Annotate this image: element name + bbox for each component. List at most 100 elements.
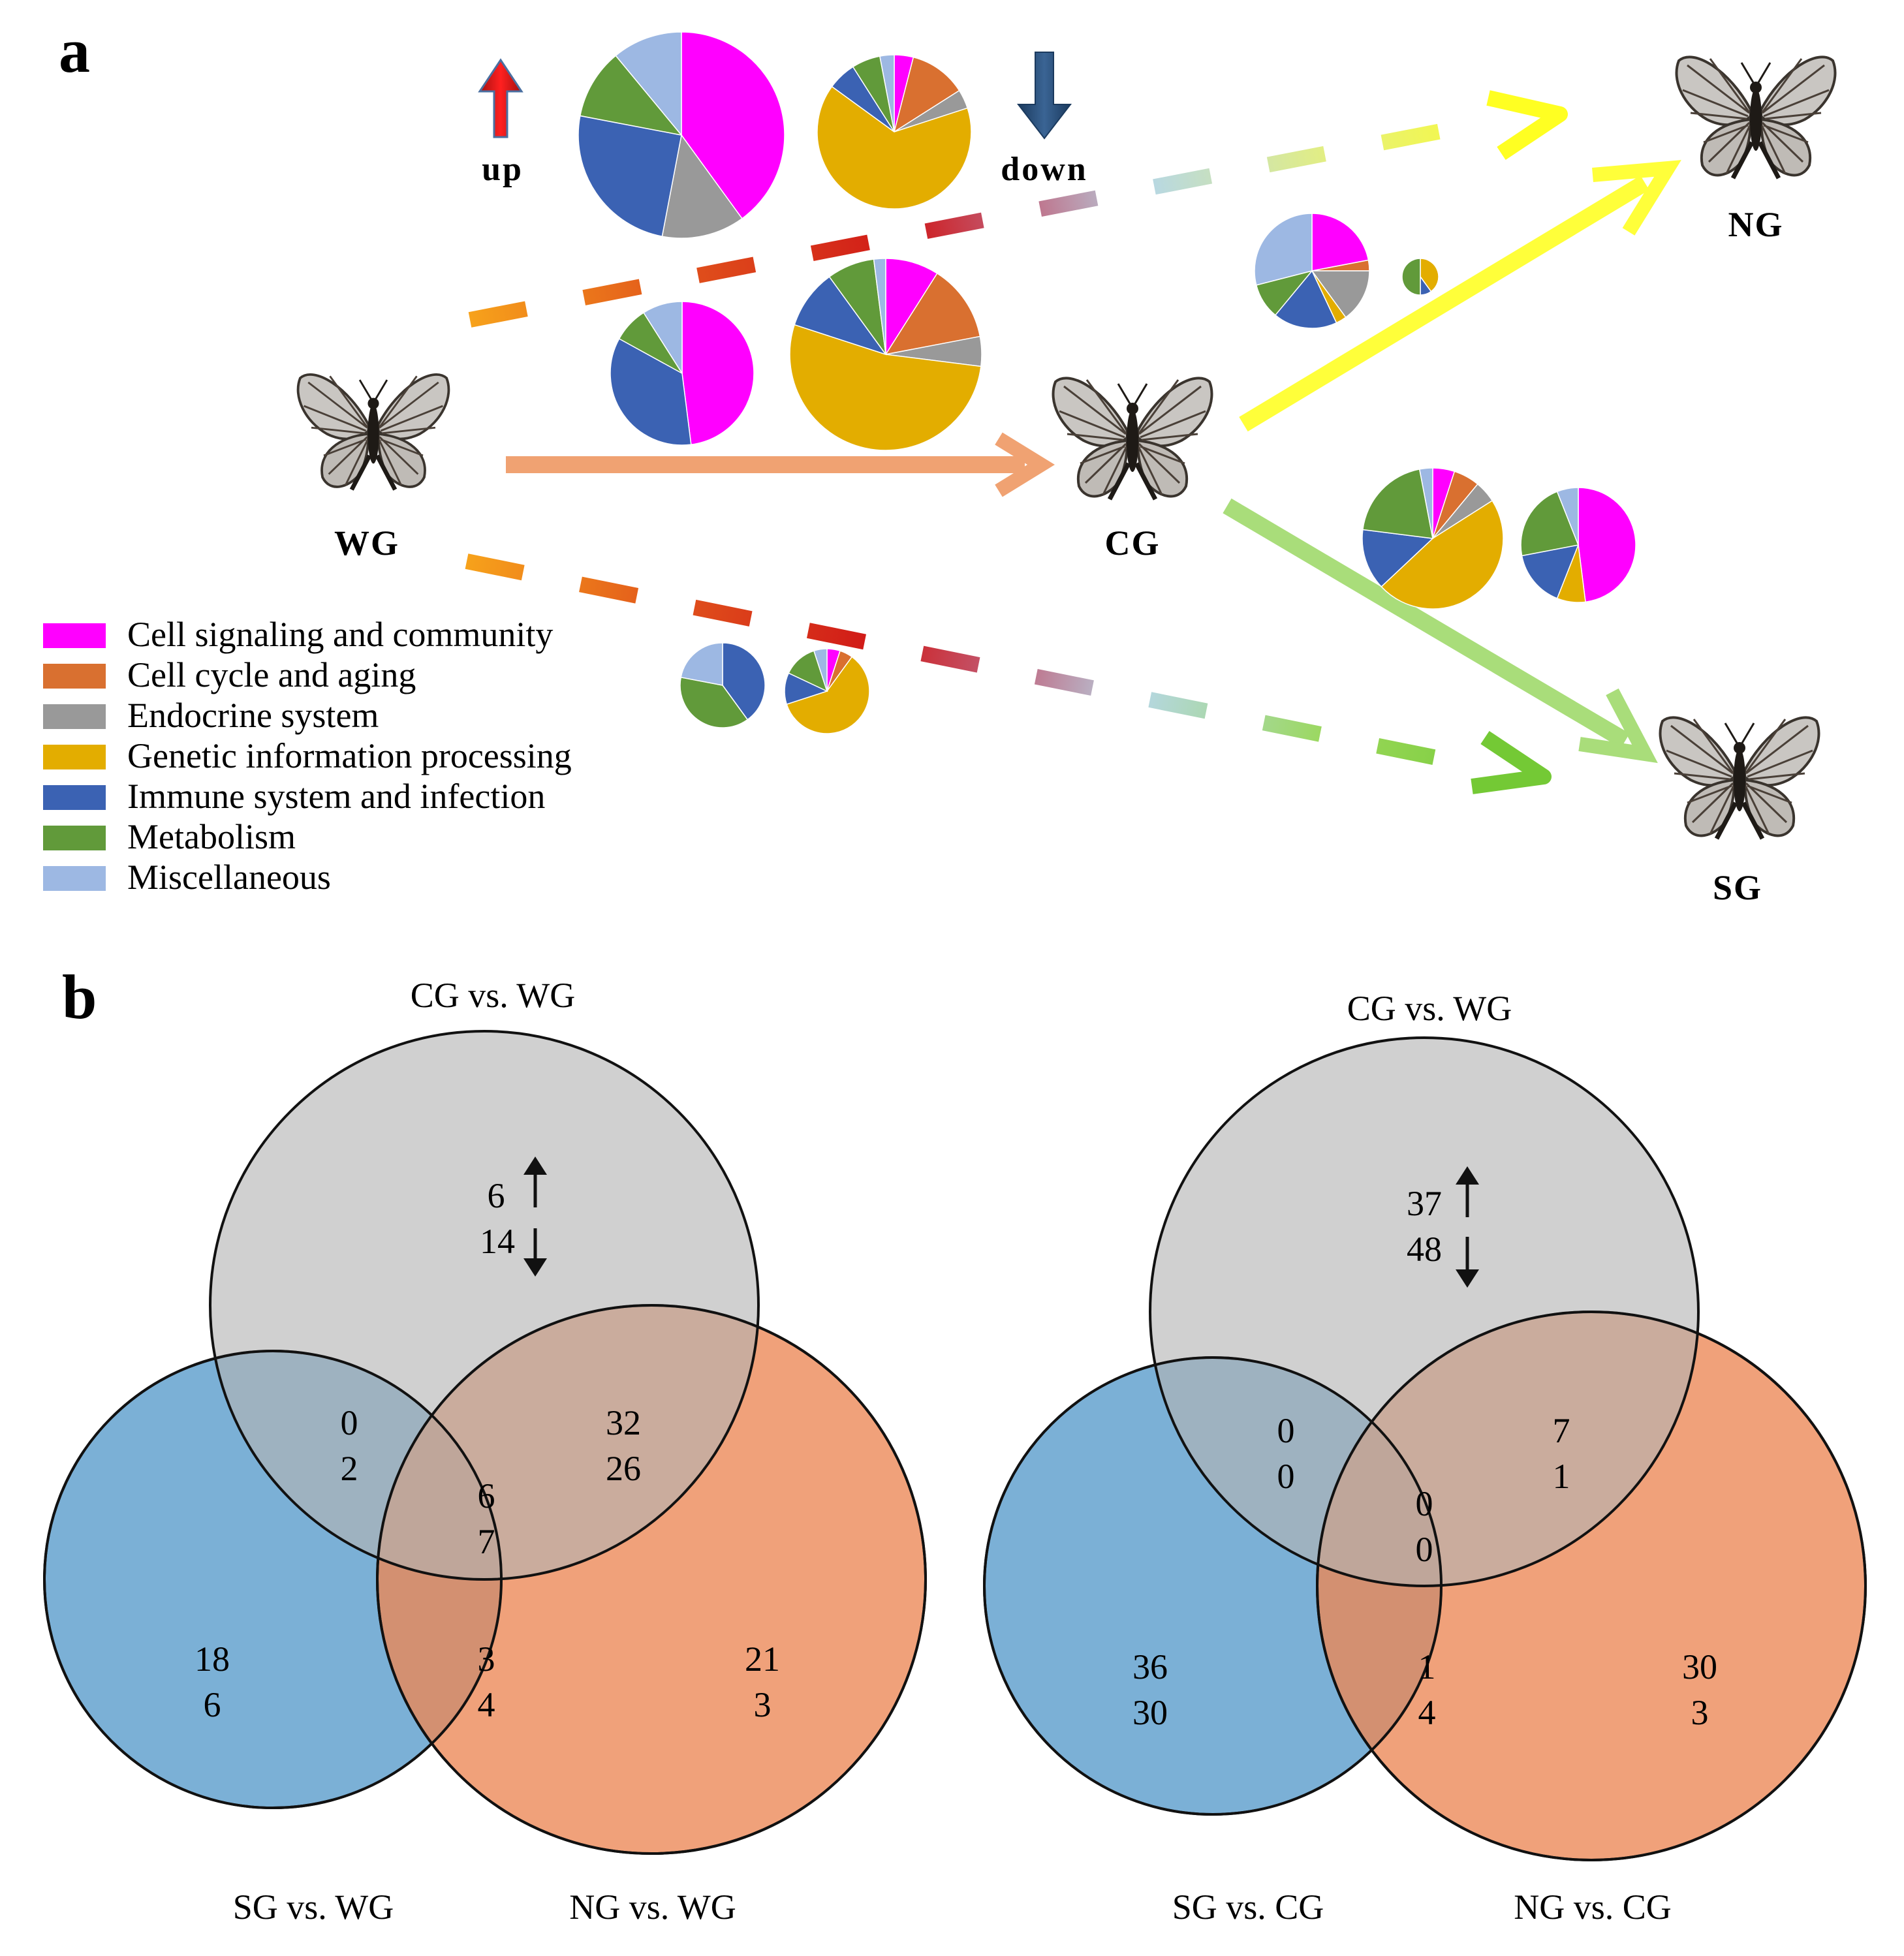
venn-left-top-left-up: 0 bbox=[341, 1403, 358, 1442]
legend-swatch-genetic-info bbox=[43, 745, 106, 769]
pie-cg-sg-down-slice-immune bbox=[1521, 544, 1580, 599]
pie-wg-ng-down-slice-misc bbox=[879, 54, 895, 132]
arrow-cg-sg bbox=[1223, 498, 1630, 749]
down-arrow-icon bbox=[1016, 52, 1072, 140]
venn-diagram-right: CG vs. WG SG vs. CG NG vs. CG 37 48 0 0 … bbox=[983, 989, 1867, 1927]
venn-left-center-down: 7 bbox=[478, 1522, 495, 1561]
legend-label-genetic-info: Genetic information processing bbox=[127, 736, 572, 775]
arrowhead-cg bbox=[995, 432, 1055, 497]
panel-label-b: b bbox=[62, 962, 97, 1032]
venn-right-left-only-up: 36 bbox=[1132, 1647, 1168, 1686]
venn-left-left-right-down: 4 bbox=[478, 1685, 495, 1724]
venn-left-title-top: CG vs. WG bbox=[411, 976, 576, 1015]
panel-label-a: a bbox=[59, 16, 90, 85]
legend-swatch-cell-cycle bbox=[43, 664, 106, 689]
pie-wg-ng-up-slice-immune bbox=[578, 115, 682, 238]
venn-right-top-only-up: 37 bbox=[1407, 1184, 1442, 1223]
pie-wg-cg-up-slice-cell-signaling bbox=[681, 301, 755, 445]
legend-swatch-endocrine bbox=[43, 704, 106, 729]
down-label: down bbox=[1001, 151, 1087, 188]
legend-label-cell-cycle: Cell cycle and aging bbox=[127, 655, 416, 694]
pie-wg-cg-down-slice-cell-signaling bbox=[885, 258, 938, 356]
venn-left-right-only-down: 3 bbox=[754, 1685, 772, 1724]
venn-right-title-left: SG vs. CG bbox=[1172, 1887, 1324, 1927]
pie-wg-cg-up bbox=[610, 301, 755, 446]
dashed-arrowhead-ng bbox=[1486, 90, 1568, 160]
venn-right-top-left-down: 0 bbox=[1277, 1457, 1295, 1496]
pie-wg-ng-down-slice-cell-cycle bbox=[893, 56, 960, 133]
venn-left-title-left: SG vs. WG bbox=[233, 1887, 394, 1927]
venn-right-top-right-down: 1 bbox=[1553, 1457, 1570, 1496]
legend-swatch-misc bbox=[43, 866, 106, 891]
venn-right-up-arrow-icon bbox=[1456, 1166, 1479, 1217]
pie-cg-sg-down-slice-cell-signaling bbox=[1578, 487, 1636, 603]
venn-left-circle-cg bbox=[209, 1030, 760, 1581]
pie-cg-ng-down-slice-metabolism bbox=[1401, 258, 1421, 296]
pie-cg-ng-up-slice-immune bbox=[1274, 270, 1337, 329]
up-label: up bbox=[482, 151, 523, 188]
pie-wg-cg-down-slice-immune bbox=[794, 276, 887, 356]
pie-cg-ng-up-slice-cell-signaling bbox=[1311, 213, 1369, 272]
venn-left-top-right-down: 26 bbox=[606, 1449, 641, 1488]
venn-left-top-right-up: 32 bbox=[606, 1403, 641, 1442]
pie-cg-ng-up bbox=[1254, 213, 1370, 329]
venn-right-top-right-up: 7 bbox=[1553, 1411, 1570, 1450]
venn-right-top-left-up: 0 bbox=[1277, 1411, 1295, 1450]
up-arrow-icon bbox=[478, 58, 523, 138]
arrow-cg-ng bbox=[1239, 175, 1649, 432]
group-label-ng: NG bbox=[1728, 205, 1784, 244]
venn-left-left-right-up: 3 bbox=[478, 1639, 495, 1679]
pie-cg-ng-up-slice-misc bbox=[1254, 213, 1313, 286]
pie-wg-cg-down-slice-genetic-info bbox=[789, 324, 982, 451]
venn-right-right-only-down: 3 bbox=[1691, 1693, 1709, 1732]
pie-wg-sg-up-slice-immune bbox=[722, 642, 766, 721]
pie-wg-sg-up-slice-misc bbox=[680, 642, 723, 686]
pie-charts bbox=[578, 31, 1636, 734]
pie-wg-cg-down-slice-cell-cycle bbox=[884, 272, 981, 356]
butterfly-ng-icon bbox=[1677, 57, 1835, 178]
dashed-arrow-wg-sg bbox=[465, 553, 1484, 775]
pie-cg-ng-down bbox=[1401, 258, 1439, 296]
pie-wg-sg-up bbox=[679, 642, 766, 728]
venn-right-left-right-down: 4 bbox=[1418, 1693, 1436, 1732]
pie-wg-cg-up-slice-misc bbox=[643, 301, 683, 375]
pie-wg-cg-down bbox=[789, 258, 982, 451]
pie-wg-sg-down bbox=[784, 648, 870, 734]
pie-cg-sg-down-slice-metabolism bbox=[1520, 491, 1580, 557]
pie-cg-sg-down-slice-misc bbox=[1556, 487, 1579, 546]
venn-right-title-right: NG vs. CG bbox=[1514, 1887, 1672, 1927]
pie-wg-cg-up-slice-immune bbox=[610, 337, 692, 446]
venn-diagram-left: CG vs. WG SG vs. WG NG vs. WG 6 14 0 2 3… bbox=[43, 976, 927, 1927]
legend-swatch-cell-signaling bbox=[43, 623, 106, 648]
venn-right-center-down: 0 bbox=[1416, 1530, 1433, 1569]
group-label-cg: CG bbox=[1105, 523, 1161, 563]
venn-left-top-left-down: 2 bbox=[341, 1449, 358, 1488]
venn-left-up-arrow-icon bbox=[523, 1157, 547, 1207]
legend-swatch-metabolism bbox=[43, 826, 106, 850]
pie-wg-ng-up bbox=[578, 31, 785, 239]
pie-wg-sg-up-slice-metabolism bbox=[679, 676, 749, 728]
pie-wg-ng-down bbox=[817, 54, 972, 210]
venn-left-center-up: 6 bbox=[478, 1476, 495, 1515]
butterfly-sg-icon bbox=[1661, 717, 1819, 839]
venn-right-title-top: CG vs. WG bbox=[1347, 989, 1512, 1028]
legend: Cell signaling and community Cell cycle … bbox=[43, 615, 572, 897]
legend-label-endocrine: Endocrine system bbox=[127, 696, 379, 735]
pie-wg-ng-up-slice-metabolism bbox=[579, 55, 683, 136]
venn-left-left-only-up: 18 bbox=[195, 1639, 230, 1679]
pie-cg-sg-up-slice-immune bbox=[1362, 529, 1434, 587]
group-label-wg: WG bbox=[334, 523, 399, 563]
venn-right-down-arrow-icon bbox=[1456, 1237, 1479, 1288]
venn-right-circle-cg bbox=[1149, 1036, 1700, 1587]
pie-cg-sg-up-slice-genetic-info bbox=[1381, 500, 1504, 610]
venn-left-title-right: NG vs. WG bbox=[569, 1887, 736, 1927]
venn-left-top-only-up: 6 bbox=[488, 1176, 505, 1215]
legend-label-misc: Miscellaneous bbox=[127, 858, 331, 897]
pie-cg-sg-up-slice-metabolism bbox=[1362, 469, 1433, 539]
legend-label-metabolism: Metabolism bbox=[127, 817, 296, 856]
dashed-arrowhead-sg bbox=[1471, 731, 1552, 794]
venn-right-left-right-up: 1 bbox=[1418, 1647, 1436, 1686]
pie-wg-sg-down-slice-misc bbox=[813, 648, 828, 692]
legend-label-immune: Immune system and infection bbox=[127, 777, 545, 816]
